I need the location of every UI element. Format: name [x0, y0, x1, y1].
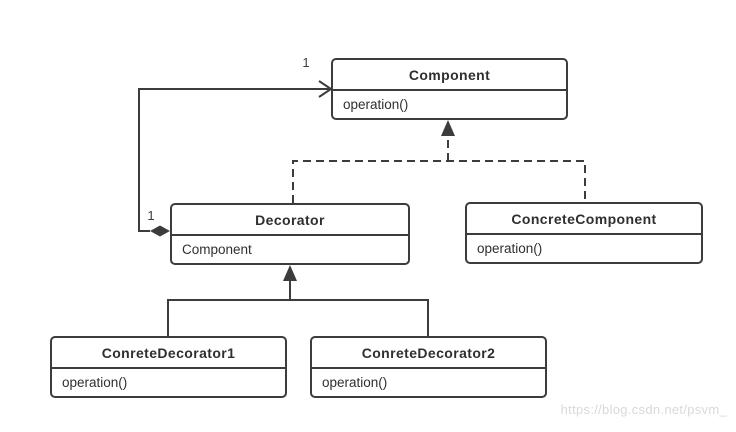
class-box-conrete-decorator1: ConreteDecorator1 operation() — [50, 336, 287, 398]
solid-generalization-line — [167, 299, 429, 337]
aggregation-diamond-icon — [150, 225, 170, 237]
dashed-generalization-line — [292, 160, 586, 203]
multiplicity-label-component: 1 — [302, 55, 310, 70]
class-title: Component — [333, 60, 566, 91]
class-box-conrete-decorator2: ConreteDecorator2 operation() — [310, 336, 547, 398]
generalization-arrowhead-decorator-icon — [283, 265, 297, 281]
class-title: ConreteDecorator2 — [312, 338, 545, 369]
class-member: Component — [182, 242, 252, 257]
class-member: operation() — [322, 375, 388, 390]
watermark: https://blog.csdn.net/psvm_ — [560, 402, 727, 417]
class-box-concrete-component: ConcreteComponent operation() — [465, 202, 703, 264]
class-title: ConcreteComponent — [467, 204, 701, 235]
class-member: operation() — [477, 241, 543, 256]
aggregation-line — [138, 88, 331, 232]
generalization-arrowhead-component-icon — [441, 120, 455, 136]
class-title: ConreteDecorator1 — [52, 338, 285, 369]
class-member: operation() — [62, 375, 128, 390]
class-title: Decorator — [172, 205, 408, 236]
multiplicity-label-decorator: 1 — [147, 208, 155, 223]
class-box-decorator: Decorator Component — [170, 203, 410, 265]
class-member: operation() — [343, 97, 409, 112]
class-box-component: Component operation() — [331, 58, 568, 120]
